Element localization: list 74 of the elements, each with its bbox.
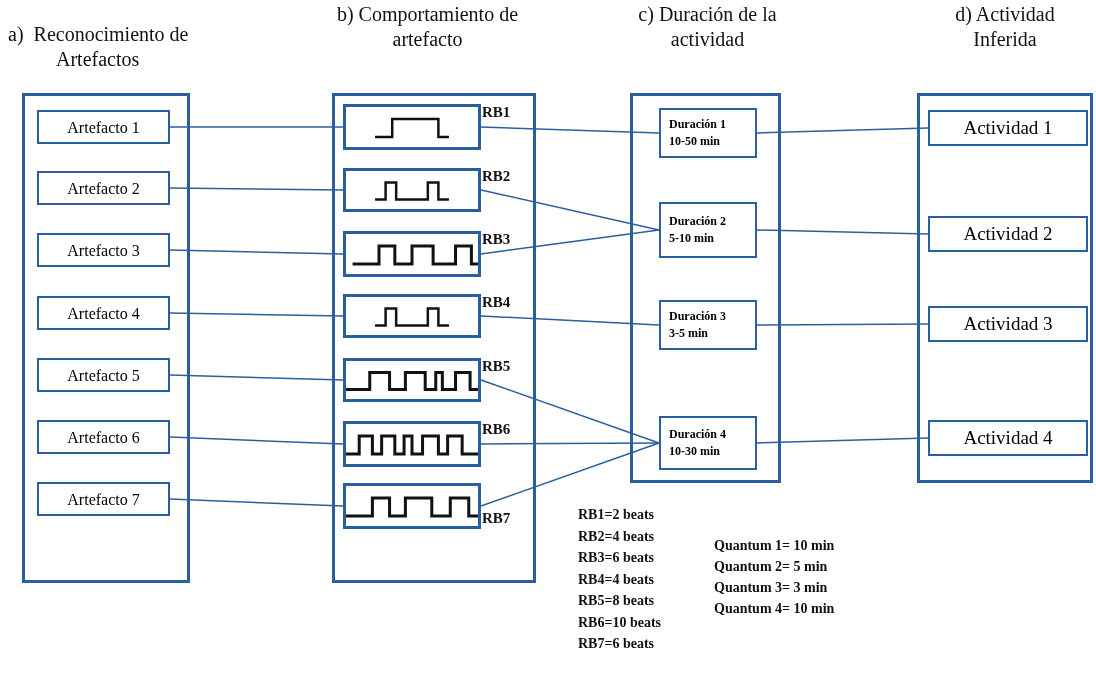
quantum-note: Quantum 3= 3 min	[714, 580, 828, 596]
box-label: Duración 2	[669, 213, 726, 230]
label-box	[659, 108, 757, 158]
label-box	[37, 482, 170, 516]
label-box	[37, 233, 170, 267]
beat-count-note: RB1=2 beats	[578, 507, 655, 523]
box-label: Artefacto 7	[67, 489, 140, 510]
beat-count-note: RB4=4 beats	[578, 571, 655, 588]
beat-count-note: RB2=4 beats	[578, 528, 655, 545]
box-label: Duración 1	[669, 116, 726, 133]
column-heading: b) Comportamiento de artefacto	[335, 2, 520, 52]
connector-line	[169, 126, 344, 128]
duration-value: 10-50 min	[669, 133, 720, 150]
connector-line	[480, 315, 660, 326]
connector-line	[480, 126, 660, 134]
box-label: Artefacto 3	[67, 240, 140, 261]
label-box	[37, 110, 170, 144]
signal-label: RB7	[482, 510, 511, 527]
label-box	[928, 306, 1088, 342]
connector-line	[756, 229, 929, 235]
quantum-note: Quantum 1= 10 min	[714, 538, 835, 554]
label-box	[928, 216, 1088, 252]
connector-line	[169, 187, 344, 191]
duration-value: 3-5 min	[669, 325, 708, 342]
label-box	[659, 300, 757, 350]
box-label: Actividad 2	[963, 222, 1053, 246]
signal-label: RB3	[482, 231, 511, 248]
label-box	[37, 296, 170, 330]
signal-label: RB5	[482, 358, 511, 375]
label-box	[37, 358, 170, 392]
connector-line	[169, 249, 344, 255]
label-box	[659, 202, 757, 258]
beat-count-note: RB5=8 beats	[578, 593, 655, 609]
box-label: Artefacto 2	[67, 178, 140, 199]
box-label: Artefacto 1	[67, 117, 140, 138]
beat-count-note: RB7=6 beats	[578, 636, 655, 652]
box-label: Actividad 3	[963, 312, 1053, 336]
label-box	[659, 416, 757, 470]
connector-line	[756, 323, 929, 326]
connector-line	[480, 442, 660, 507]
box-label: Duración 3	[669, 308, 726, 325]
box-label: Actividad 4	[963, 426, 1053, 450]
connector-line	[480, 189, 660, 231]
box-label: Artefacto 4	[67, 303, 140, 324]
signal-label: RB1	[482, 104, 511, 121]
label-box	[37, 171, 170, 205]
connector-line	[169, 436, 344, 445]
duration-value: 10-30 min	[669, 443, 720, 460]
connector-line	[480, 229, 660, 255]
quantum-note: Quantum 2= 5 min	[714, 559, 828, 575]
label-box	[928, 420, 1088, 456]
beat-count-note: RB6=10 beats	[578, 614, 662, 631]
label-box	[37, 420, 170, 454]
box-label: Artefacto 6	[67, 427, 140, 448]
box-label: Actividad 1	[963, 116, 1053, 140]
box-label: Duración 4	[669, 426, 726, 443]
connector-line	[169, 498, 344, 507]
signal-label: RB2	[482, 168, 511, 185]
beat-count-note: RB3=6 beats	[578, 550, 655, 566]
connector-line	[480, 442, 660, 445]
connector-line	[756, 437, 929, 444]
connector-line	[169, 374, 344, 381]
signal-label: RB6	[482, 421, 511, 438]
connector-line	[169, 312, 344, 317]
connector-line	[756, 127, 929, 134]
quantum-note: Quantum 4= 10 min	[714, 601, 835, 617]
signal-label: RB4	[482, 294, 511, 311]
connector-line	[480, 379, 660, 444]
column-heading: d) Actividad Inferida	[954, 2, 1056, 52]
box-label: Artefacto 5	[67, 365, 140, 386]
column-heading: c) Duración de la actividad	[637, 2, 778, 52]
duration-value: 5-10 min	[669, 230, 714, 247]
label-box	[928, 110, 1088, 146]
column-heading: a) Reconocimiento de Artefactos	[8, 22, 190, 72]
